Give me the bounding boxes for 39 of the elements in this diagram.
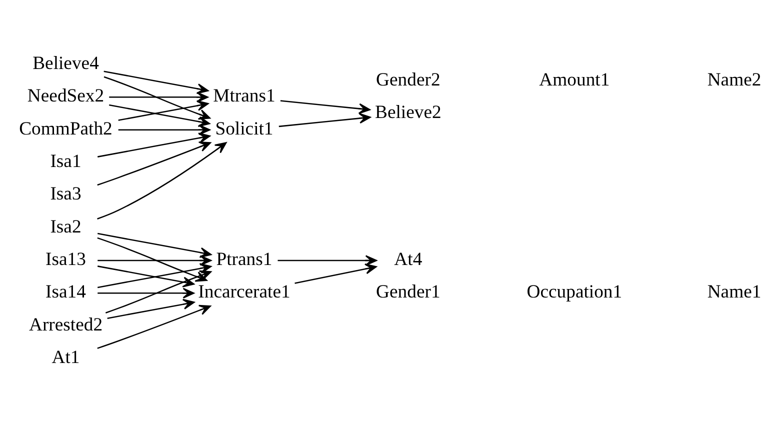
arrow	[109, 104, 210, 127]
node-text: Arrested2	[28, 314, 103, 336]
arrow	[97, 142, 227, 220]
node-text: NeedSex2	[27, 86, 104, 107]
arrow	[118, 124, 210, 136]
arrow	[278, 112, 371, 128]
node-text: CommPath2	[19, 118, 112, 140]
arrow	[97, 142, 211, 186]
label: Amount1	[539, 69, 610, 90]
node-text: Mtrans1	[213, 86, 276, 107]
arrow	[280, 100, 370, 114]
node-text: Incarcerate1	[198, 282, 290, 303]
arrow	[97, 132, 210, 158]
label: Gender1	[376, 282, 440, 303]
node-text: Isa3	[50, 184, 82, 205]
node-text: At4	[394, 248, 422, 270]
node-text: Isa1	[50, 150, 82, 172]
arrow	[278, 255, 378, 266]
label: Occupation1	[526, 282, 622, 303]
arrow	[118, 100, 209, 121]
node-text: At1	[52, 346, 80, 368]
arrow	[109, 92, 208, 103]
arrow	[294, 264, 377, 284]
arrow	[107, 298, 195, 319]
node-text: Solicit1	[215, 118, 274, 140]
node-text: Believe2	[375, 102, 442, 123]
label: Name2	[707, 69, 762, 90]
node-text: Isa13	[46, 248, 86, 270]
arrow	[97, 304, 211, 349]
arrow	[104, 76, 210, 120]
label: Name1	[707, 282, 762, 303]
node-text: Ptrans1	[216, 248, 272, 270]
arrow	[98, 288, 194, 299]
label: Gender2	[376, 69, 440, 90]
arrow	[104, 70, 209, 94]
node-text: Isa14	[46, 282, 86, 303]
arrow	[97, 232, 212, 258]
node-text: Believe4	[32, 52, 99, 74]
node-text: Isa2	[50, 216, 82, 238]
